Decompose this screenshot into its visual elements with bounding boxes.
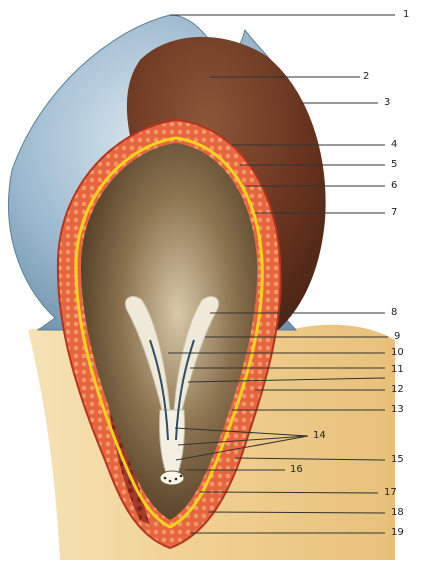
label-16: 16 — [290, 464, 303, 476]
label-3: 3 — [384, 97, 390, 109]
label-5: 5 — [391, 159, 397, 171]
label-10: 10 — [391, 347, 404, 359]
label-19: 19 — [391, 527, 404, 539]
label-15: 15 — [391, 454, 404, 466]
label-7: 7 — [391, 207, 397, 219]
label-18: 18 — [391, 507, 404, 519]
label-13: 13 — [391, 404, 404, 416]
label-11: 11 — [391, 364, 404, 376]
label-12: 12 — [391, 384, 404, 396]
label-2: 2 — [363, 71, 369, 83]
label-1: 1 — [403, 9, 409, 21]
root-tip — [160, 471, 184, 485]
label-17: 17 — [384, 487, 397, 499]
label-6: 6 — [391, 180, 397, 192]
label-4: 4 — [391, 139, 397, 151]
label-8: 8 — [391, 307, 397, 319]
label-14: 14 — [313, 430, 326, 442]
label-9: 9 — [394, 331, 400, 343]
